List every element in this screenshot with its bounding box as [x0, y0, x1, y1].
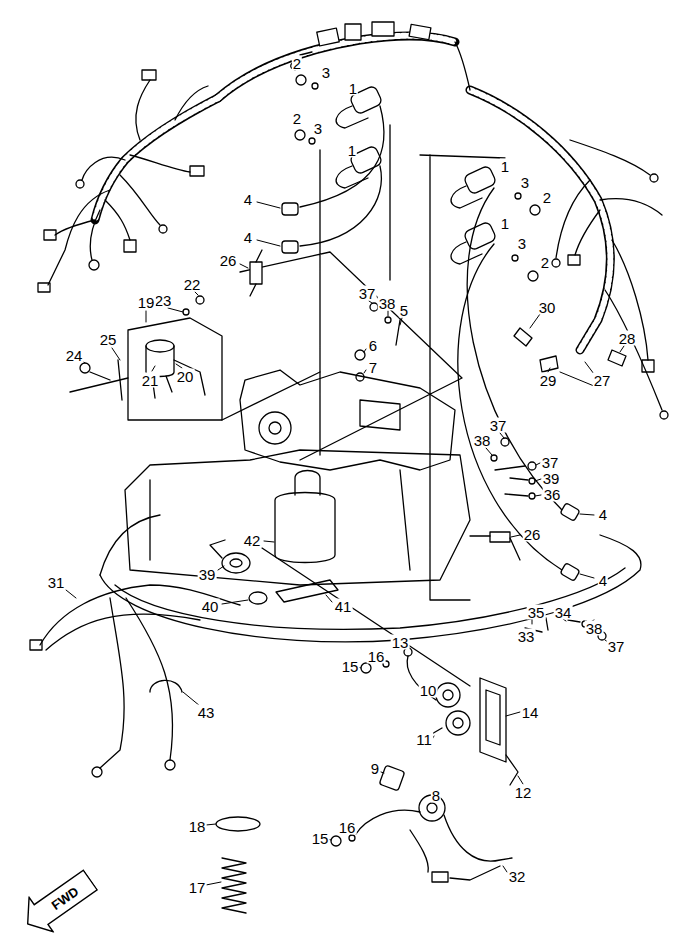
callout-number: 41: [334, 599, 353, 614]
callout-number: 26: [219, 253, 238, 268]
callout-number: 35: [527, 605, 546, 620]
callout-number: 16: [367, 649, 386, 664]
callout-number: 43: [197, 705, 216, 720]
callout-number: 37: [489, 418, 508, 433]
callout-number: 34: [554, 605, 573, 620]
callout-number: 37: [541, 455, 560, 470]
callout-number: 2: [292, 111, 302, 126]
callout-number: 18: [188, 819, 207, 834]
callout-number: 11: [415, 732, 433, 747]
callout-number: 4: [598, 573, 608, 588]
callout-number: 29: [539, 373, 558, 388]
callout-number: 3: [517, 236, 527, 251]
callout-number: 26: [523, 527, 542, 542]
callout-number: 14: [521, 705, 540, 720]
callout-number: 1: [348, 81, 358, 96]
callout-number: 39: [198, 567, 217, 582]
callout-number: 20: [176, 369, 195, 384]
callout-number: 2: [542, 190, 552, 205]
callout-number: 15: [311, 831, 330, 846]
callout-number: 25: [99, 332, 118, 347]
callout-number: 22: [183, 277, 202, 292]
callout-number: 7: [368, 360, 378, 375]
direction-arrow: FWD: [14, 862, 103, 943]
callout-number: 1: [500, 216, 510, 231]
callout-number: 1: [500, 159, 510, 174]
callout-number: 3: [321, 65, 331, 80]
callout-number: 13: [391, 635, 410, 650]
callout-number: 31: [47, 575, 66, 590]
callout-number: 39: [542, 471, 561, 486]
callout-number: 32: [508, 869, 527, 884]
callout-number: 4: [598, 507, 608, 522]
callout-number: 9: [370, 761, 380, 776]
callout-number: 38: [473, 433, 492, 448]
callout-number: 21: [141, 373, 160, 388]
callout-number: 2: [540, 255, 550, 270]
direction-label: FWD: [48, 883, 81, 912]
callout-number: 40: [201, 599, 220, 614]
callout-number: 30: [538, 300, 557, 315]
callout-number: 17: [188, 880, 207, 895]
callout-number: 12: [514, 785, 533, 800]
callout-number: 42: [243, 533, 262, 548]
callout-number: 5: [399, 303, 409, 318]
callout-number: 38: [585, 621, 604, 636]
callout-number: 19: [137, 295, 156, 310]
callout-number: 33: [517, 629, 536, 644]
callout-number: 6: [368, 338, 378, 353]
callout-number: 3: [313, 121, 323, 136]
callout-number: 15: [341, 659, 360, 674]
callout-number: 10: [419, 683, 438, 698]
callout-number: 8: [431, 788, 441, 803]
callout-number: 24: [65, 348, 84, 363]
callout-number: 3: [520, 175, 530, 190]
callout-number: 37: [607, 639, 626, 654]
callout-number: 36: [543, 487, 562, 502]
callout-number: 2: [292, 56, 302, 71]
callout-number: 16: [338, 820, 357, 835]
callout-number: 38: [378, 296, 397, 311]
callout-number: 28: [618, 331, 637, 346]
callout-number: 4: [243, 230, 253, 245]
callout-number: 1: [347, 143, 357, 158]
callout-number: 4: [243, 192, 253, 207]
callout-number: 37: [358, 286, 377, 301]
callout-number: 23: [154, 293, 173, 308]
callout-number: 27: [593, 373, 612, 388]
